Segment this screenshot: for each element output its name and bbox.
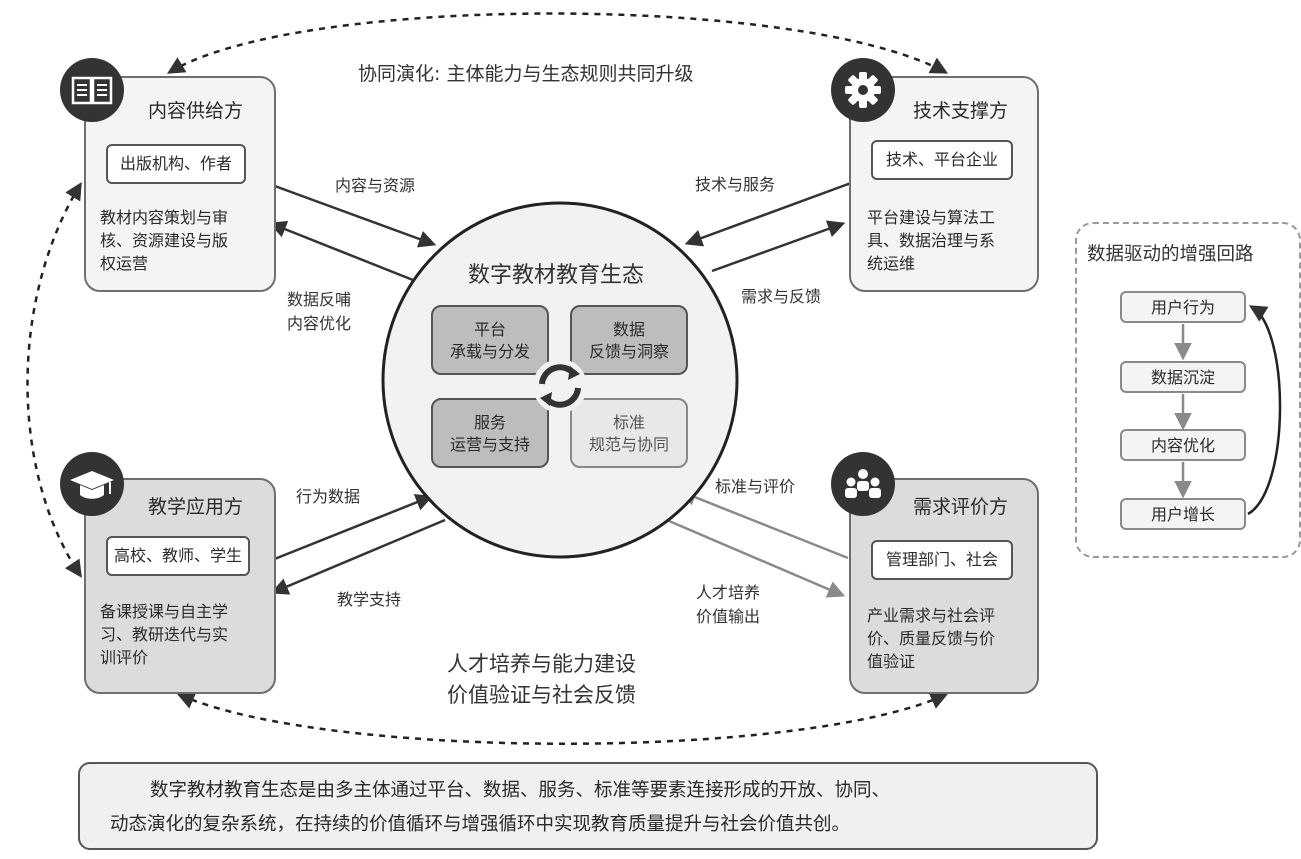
summary-line-2: 动态演化的复杂系统，在持续的价值循环与增强循环中实现教育质量提升与社会价值共创。 (110, 814, 851, 835)
loop-node-user-behavior: 用户行为 (1120, 291, 1246, 323)
teaching-app-desc: 备课授课与自主学 习、教研迭代与实 训评价 (100, 602, 229, 667)
reinforcing-loop-title: 数据驱动的增强回路 (1087, 244, 1254, 265)
arrow-tech-to-center (684, 181, 852, 247)
bottom-cycle-arrow (176, 692, 949, 745)
content-supplier-box: 内容供给方 出版机构、作者 教材内容策划与审 核、资源建设与版 权运营 (84, 76, 276, 292)
flow-demand-to-center: 标准与评价 (715, 477, 796, 496)
quadrant-data: 数据反馈与洞察 (570, 305, 688, 375)
tech-support-desc: 平台建设与算法工 具、数据治理与系 统运维 (867, 208, 996, 273)
flow-content-to-center: 内容与资源 (335, 176, 416, 195)
content-supplier-title: 内容供给方 (148, 100, 244, 122)
arrow-center-to-content (268, 221, 414, 282)
quadrant-service: 服务运营与支持 (431, 398, 549, 468)
reinforcing-loop-box (1075, 222, 1301, 558)
people-group-icon (831, 452, 895, 516)
arrow-teaching-to-center (271, 494, 434, 562)
gear-icon (831, 58, 895, 122)
book-icon (60, 58, 124, 122)
graduation-cap-icon (60, 452, 124, 516)
content-supplier-sub: 出版机构、作者 (106, 144, 246, 184)
summary-line-1: 数字教材教育生态是由多主体通过平台、数据、服务、标准等要素连接形成的开放、协同、 (150, 780, 891, 801)
left-cycle-arrow (26, 182, 82, 578)
quadrant-platform: 平台承载与分发 (431, 305, 549, 375)
content-supplier-desc: 教材内容策划与审 核、资源建设与版 权运营 (100, 208, 229, 273)
cycle-arrows-icon (533, 359, 587, 413)
flow-center-to-tech: 需求与反馈 (741, 287, 822, 306)
bottom-cycle-label: 人才培养与能力建设价值验证与社会反馈 (447, 652, 636, 707)
teaching-app-sub: 高校、教师、学生 (106, 536, 250, 576)
arrow-demand-to-center (678, 489, 849, 560)
quadrant-standard: 标准规范与协同 (570, 398, 688, 468)
top-cycle-arrow (166, 12, 949, 74)
tech-support-title: 技术支撑方 (913, 100, 1009, 122)
flow-teaching-to-center: 行为数据 (296, 487, 361, 506)
flow-center-to-demand: 人才培养价值输出 (696, 583, 761, 626)
loop-return-arrow (1247, 305, 1282, 516)
summary-box: 数字教材教育生态是由多主体通过平台、数据、服务、标准等要素连接形成的开放、协同、… (78, 762, 1098, 850)
arrow-center-to-teaching (270, 518, 446, 595)
tech-support-sub: 技术、平台企业 (871, 140, 1013, 180)
flow-center-to-teaching: 教学支持 (337, 590, 402, 609)
demand-eval-desc: 产业需求与社会评 价、质量反馈与价 值验证 (867, 606, 996, 671)
flow-tech-to-center: 技术与服务 (695, 175, 776, 194)
demand-eval-title: 需求评价方 (913, 496, 1009, 518)
demand-eval-sub: 管理部门、社会 (871, 540, 1013, 580)
loop-node-data-accumulation: 数据沉淀 (1120, 361, 1246, 393)
demand-eval-box: 需求评价方 管理部门、社会 产业需求与社会评 价、质量反馈与价 值验证 (849, 478, 1039, 694)
loop-node-content-optimization: 内容优化 (1120, 429, 1246, 461)
top-cycle-label: 协同演化: 主体能力与生态规则共同升级 (358, 63, 694, 85)
flow-center-to-content: 数据反哺内容优化 (287, 290, 352, 333)
loop-node-user-growth: 用户增长 (1120, 498, 1246, 530)
ecosystem-title: 数字教材教育生态 (468, 263, 645, 288)
arrow-center-to-demand (661, 516, 846, 598)
teaching-app-title: 教学应用方 (148, 496, 244, 518)
arrow-center-to-tech (711, 220, 846, 273)
arrow-content-to-center (271, 183, 437, 248)
teaching-app-box: 教学应用方 高校、教师、学生 备课授课与自主学 习、教研迭代与实 训评价 (84, 478, 276, 694)
